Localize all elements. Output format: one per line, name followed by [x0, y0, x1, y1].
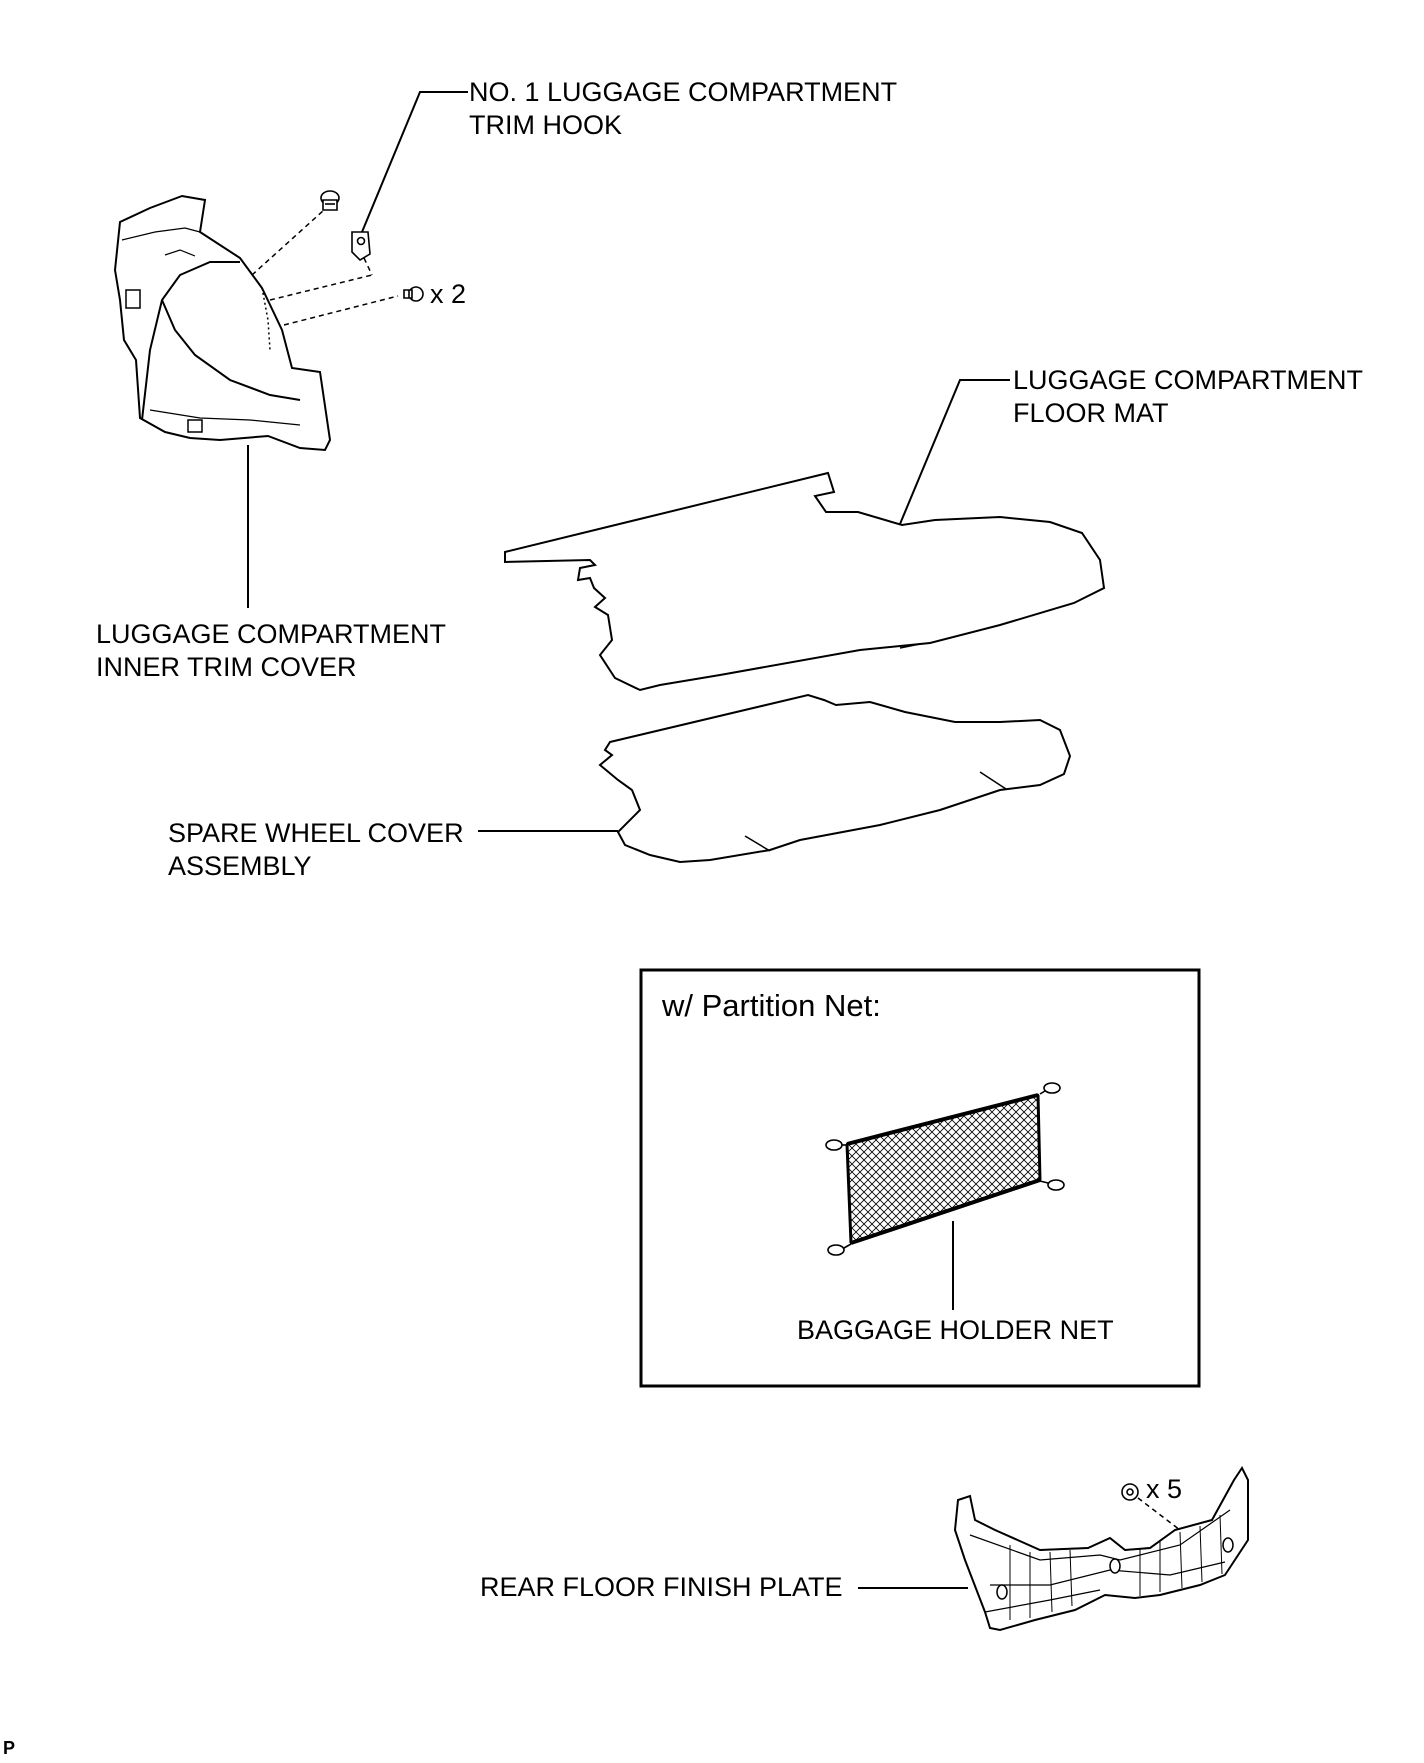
trim-hook-leader [362, 92, 468, 232]
clip-quantity-label: x 2 [430, 279, 467, 309]
inner-trim-cover-drawing [115, 196, 330, 450]
plate-clip-quantity-label: x 5 [1146, 1474, 1183, 1504]
floor-mat-drawing [505, 473, 1104, 690]
spare-wheel-cover-label: SPARE WHEEL COVER ASSEMBLY [168, 817, 464, 883]
floor-mat-label-line2: FLOOR MAT [1013, 398, 1169, 428]
clip-x2-icon [404, 287, 423, 301]
trim-hook-label-line1: NO. 1 LUGGAGE COMPARTMENT [469, 77, 898, 107]
baggage-holder-net-label: BAGGAGE HOLDER NET [797, 1315, 1114, 1345]
spare-wheel-cover-label-line1: SPARE WHEEL COVER [168, 818, 464, 848]
trim-hook-label-line2: TRIM HOOK [469, 110, 622, 140]
floor-mat-label: LUGGAGE COMPARTMENT FLOOR MAT [1013, 364, 1363, 430]
floor-mat-leader [900, 380, 1010, 524]
rear-floor-finish-plate-drawing [955, 1468, 1248, 1630]
floor-mat-label-line1: LUGGAGE COMPARTMENT [1013, 365, 1364, 395]
partition-net-inset-box [641, 970, 1199, 1386]
fastener-dashed-lines [252, 210, 398, 325]
trim-hook-icon [352, 232, 370, 260]
baggage-holder-net-drawing [826, 1083, 1064, 1255]
corner-mark: P [3, 1738, 16, 1758]
rear-floor-finish-plate-label: REAR FLOOR FINISH PLATE [480, 1572, 843, 1602]
partition-net-inset-title: w/ Partition Net: [662, 988, 881, 1023]
spare-wheel-cover-drawing [600, 695, 1070, 862]
inner-trim-cover-label: LUGGAGE COMPARTMENT INNER TRIM COVER [96, 618, 446, 684]
clip-x5-icon [1122, 1484, 1138, 1500]
clip-icon [321, 191, 339, 210]
trim-hook-label: NO. 1 LUGGAGE COMPARTMENT TRIM HOOK [469, 76, 897, 142]
inner-trim-cover-label-line2: INNER TRIM COVER [96, 652, 357, 682]
inner-trim-cover-label-line1: LUGGAGE COMPARTMENT [96, 619, 447, 649]
spare-wheel-cover-label-line2: ASSEMBLY [168, 851, 312, 881]
